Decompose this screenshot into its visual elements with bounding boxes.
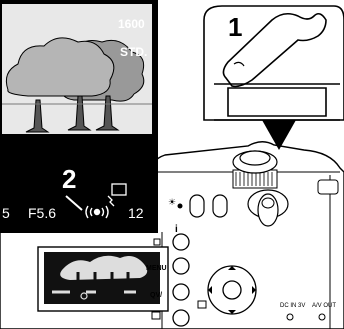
menu-label: MENU <box>146 265 167 272</box>
dial-icon-marks: ☀ <box>168 197 176 207</box>
status-lamp <box>178 204 183 209</box>
shutter-button[interactable] <box>233 151 277 173</box>
rear-lcd <box>38 247 168 311</box>
four-way-controller[interactable] <box>208 266 256 314</box>
controller-center-button[interactable] <box>223 281 241 299</box>
flash-button[interactable] <box>190 195 204 217</box>
shutter-value: 5 <box>2 205 10 221</box>
qv-label: QV/ <box>150 292 162 299</box>
step-2-label: 2 <box>62 164 76 194</box>
step-1-panel: 1 <box>204 6 344 150</box>
display-mode-button[interactable] <box>173 310 189 326</box>
iso-value: 1600 <box>118 17 145 31</box>
info-button-label: i <box>175 224 178 235</box>
step-1-label: 1 <box>228 12 242 42</box>
frame-count: 12 <box>128 205 144 221</box>
av-out-label: A/V OUT <box>312 303 336 309</box>
shutter-button-closeup <box>228 88 326 116</box>
quality-value: STD. <box>120 45 147 59</box>
display-button[interactable] <box>213 195 227 217</box>
rear-button-1[interactable] <box>173 234 189 250</box>
qv-button[interactable] <box>173 284 189 300</box>
aperture-value: F5.6 <box>28 205 56 221</box>
menu-button[interactable] <box>173 258 189 274</box>
dc-in-label: DC IN 3V <box>280 303 305 309</box>
viewfinder-display: 1600 STD. 2 5 F5.6 12 <box>0 0 158 233</box>
